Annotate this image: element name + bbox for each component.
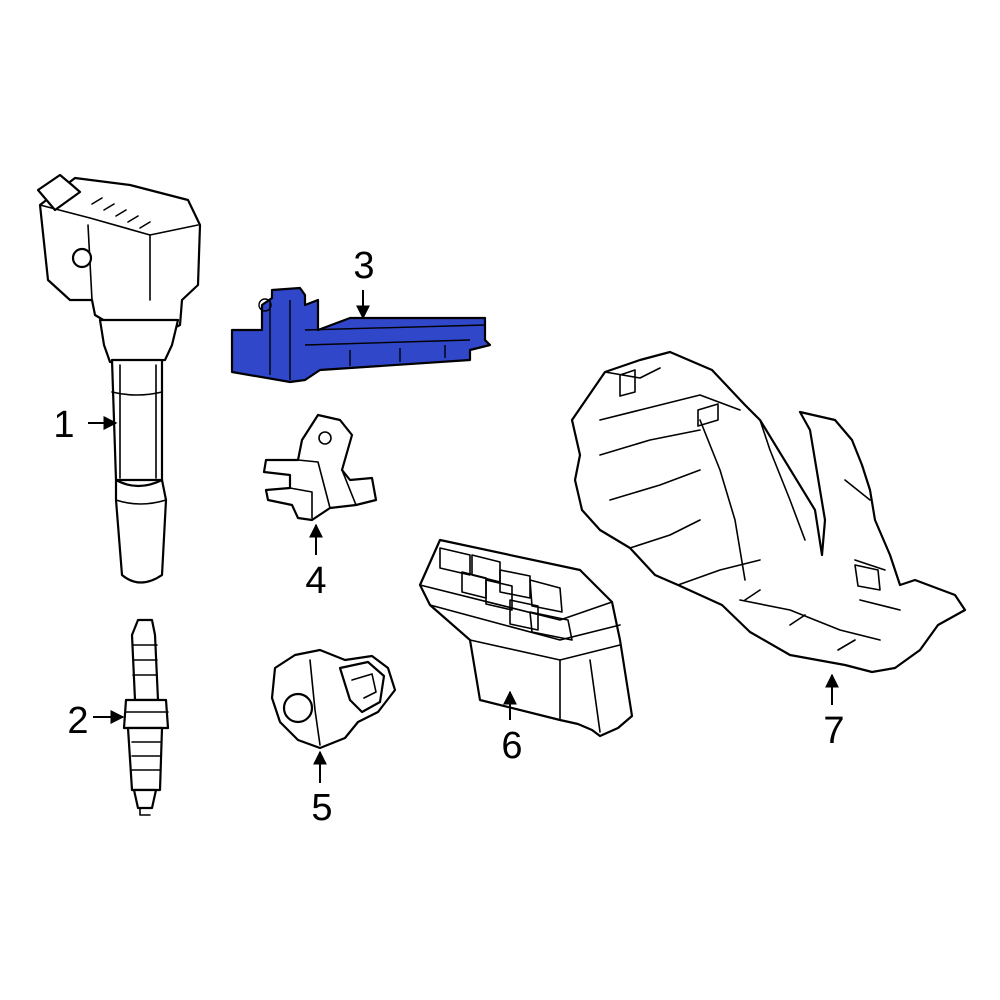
knock-sensor[interactable] — [270, 648, 397, 750]
cam-position-sensor[interactable] — [262, 413, 378, 522]
crank-position-sensor-highlighted[interactable] — [230, 286, 492, 384]
callout-leaders — [88, 290, 839, 783]
spark-plug[interactable] — [122, 618, 170, 816]
control-module[interactable] — [418, 538, 634, 738]
callout-1: 1 — [53, 404, 74, 446]
mounting-bracket[interactable] — [570, 350, 967, 674]
callout-3: 3 — [353, 245, 374, 287]
callout-5: 5 — [311, 787, 332, 829]
callout-6: 6 — [501, 725, 522, 767]
callout-labels: 1 2 3 4 5 6 7 — [53, 245, 844, 829]
callout-4: 4 — [305, 560, 326, 602]
ignition-coil[interactable] — [36, 173, 202, 584]
callout-2: 2 — [67, 700, 88, 742]
callout-7: 7 — [823, 710, 844, 752]
